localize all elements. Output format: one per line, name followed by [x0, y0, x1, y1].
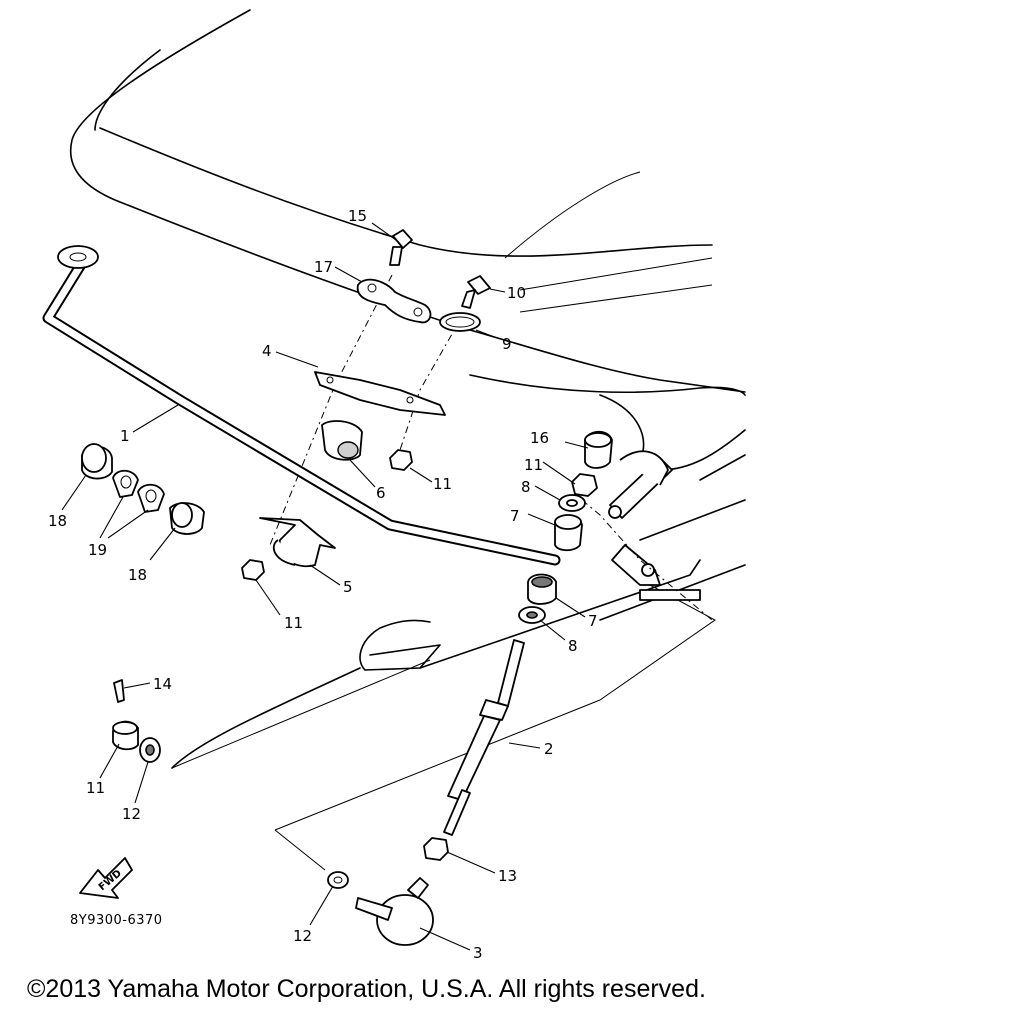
callout-7-lower: 7	[588, 612, 598, 630]
washer-lower	[518, 606, 546, 624]
stabilizer-bar	[42, 245, 561, 566]
callout-6: 6	[376, 484, 386, 502]
grommet-upper	[81, 443, 113, 480]
clamp-1	[112, 469, 139, 498]
callout-5: 5	[343, 578, 353, 596]
grommet-lower	[169, 502, 205, 535]
callout-8-lower: 8	[568, 637, 578, 655]
callout-labels: 1 2 3 4 5 6 7 7 8 8 9 10 11 11 11 11 12 …	[48, 207, 598, 962]
callout-7-upper: 7	[510, 507, 520, 525]
plain-washer	[439, 312, 481, 332]
callout-12-lower: 12	[293, 927, 312, 945]
callout-15: 15	[348, 207, 367, 225]
bolt-10	[461, 275, 491, 309]
chassis-outline	[70, 9, 746, 871]
callout-14: 14	[153, 675, 172, 693]
fwd-arrow-icon: FWD	[79, 857, 133, 899]
bushing-upper	[554, 514, 583, 552]
washer-12-lower	[327, 871, 349, 889]
callout-1: 1	[120, 427, 130, 445]
callout-11-left: 11	[284, 614, 303, 632]
callout-3: 3	[473, 944, 483, 962]
bracket	[314, 371, 446, 416]
washer-12-left	[139, 737, 161, 763]
bolt-15	[389, 229, 413, 266]
callout-11-upper: 11	[433, 475, 452, 493]
callout-11-lower: 11	[86, 779, 105, 797]
leader-lines	[61, 222, 589, 951]
callout-11-right: 11	[524, 456, 543, 474]
drawing-code: 8Y9300-6370	[70, 913, 163, 928]
lower-bracket	[259, 517, 336, 568]
nut-upper	[389, 449, 413, 471]
callout-4: 4	[262, 342, 272, 360]
copyright-notice: ©2013 Yamaha Motor Corporation, U.S.A. A…	[27, 975, 706, 1003]
callout-9: 9	[502, 335, 512, 353]
tie-rod	[443, 639, 525, 836]
callout-12-left: 12	[122, 805, 141, 823]
bushing-lower	[527, 573, 557, 605]
clamp-2	[137, 483, 165, 513]
callout-19: 19	[88, 541, 107, 559]
bushing	[321, 420, 363, 461]
callout-16: 16	[530, 429, 549, 447]
plate	[356, 278, 432, 324]
cotter-pin	[113, 679, 125, 703]
callout-18-lower: 18	[128, 566, 147, 584]
callout-8-upper: 8	[521, 478, 531, 496]
cap	[584, 430, 613, 469]
nut-lower-left	[112, 720, 139, 751]
callout-18-upper: 18	[48, 512, 67, 530]
nut-left	[241, 559, 265, 581]
callout-13: 13	[498, 867, 517, 885]
nut-13	[423, 837, 449, 861]
rod-end	[355, 877, 434, 946]
callout-17: 17	[314, 258, 333, 276]
nut-right	[571, 473, 598, 497]
callout-2: 2	[544, 740, 554, 758]
callout-10: 10	[507, 284, 526, 302]
washer-upper	[558, 494, 586, 512]
